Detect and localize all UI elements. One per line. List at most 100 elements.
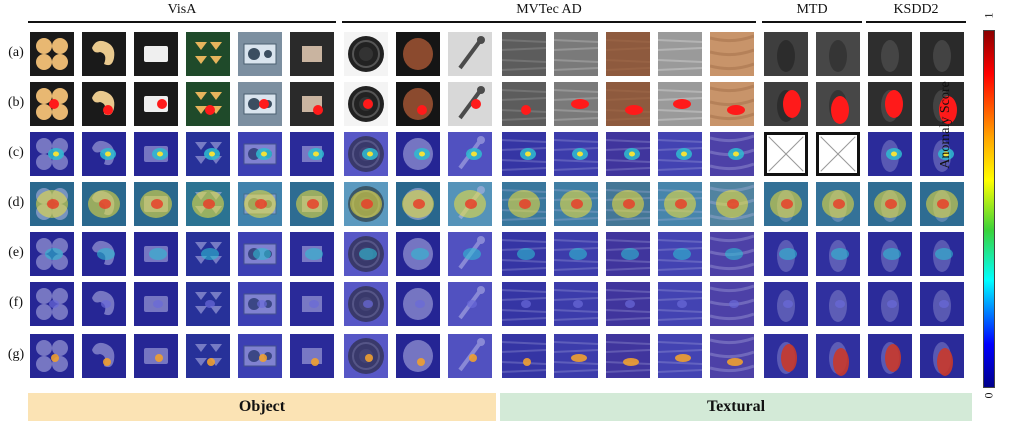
colorbar-max-label: 1 bbox=[981, 12, 996, 19]
row-label: (g) bbox=[7, 347, 25, 362]
image-tile bbox=[396, 32, 440, 76]
image-tile bbox=[554, 282, 598, 326]
image-tile bbox=[502, 182, 546, 226]
image-tile bbox=[554, 232, 598, 276]
image-tile bbox=[238, 82, 282, 126]
image-tile bbox=[30, 334, 74, 378]
image-tile bbox=[448, 132, 492, 176]
image-tile bbox=[606, 82, 650, 126]
row-label: (c) bbox=[8, 145, 24, 160]
image-tile bbox=[396, 232, 440, 276]
image-tile bbox=[344, 32, 388, 76]
image-tile bbox=[186, 232, 230, 276]
image-tile bbox=[606, 32, 650, 76]
image-tile bbox=[606, 282, 650, 326]
image-tile bbox=[30, 282, 74, 326]
image-tile bbox=[290, 282, 334, 326]
image-tile bbox=[606, 232, 650, 276]
row-label: (f) bbox=[9, 295, 23, 310]
image-tile bbox=[868, 132, 912, 176]
image-tile bbox=[920, 334, 964, 378]
image-tile bbox=[134, 334, 178, 378]
image-tile bbox=[30, 82, 74, 126]
image-tile bbox=[658, 182, 702, 226]
image-tile bbox=[396, 282, 440, 326]
image-tile bbox=[868, 182, 912, 226]
image-tile bbox=[134, 182, 178, 226]
image-tile bbox=[238, 182, 282, 226]
image-tile bbox=[448, 232, 492, 276]
image-tile bbox=[554, 82, 598, 126]
image-tile bbox=[764, 282, 808, 326]
image-tile bbox=[30, 232, 74, 276]
cross-icon bbox=[820, 136, 856, 172]
image-tile bbox=[238, 32, 282, 76]
image-tile bbox=[134, 82, 178, 126]
image-tile bbox=[502, 82, 546, 126]
colorbar-title: Anomaly Score bbox=[938, 81, 953, 169]
row-label: (d) bbox=[7, 195, 25, 210]
group-title: KSDD2 bbox=[893, 2, 939, 17]
row-label: (e) bbox=[8, 245, 24, 260]
image-tile bbox=[920, 282, 964, 326]
group-title: MTD bbox=[796, 2, 828, 17]
image-tile bbox=[134, 282, 178, 326]
image-tile bbox=[658, 334, 702, 378]
image-tile bbox=[186, 32, 230, 76]
group-title: MVTec AD bbox=[516, 2, 582, 17]
image-tile bbox=[816, 282, 860, 326]
image-tile bbox=[186, 182, 230, 226]
image-tile bbox=[344, 132, 388, 176]
image-tile bbox=[816, 32, 860, 76]
missing-result-tile bbox=[816, 132, 860, 176]
image-tile bbox=[658, 132, 702, 176]
image-tile bbox=[920, 82, 964, 126]
image-tile bbox=[554, 182, 598, 226]
image-tile bbox=[920, 32, 964, 76]
image-tile bbox=[396, 132, 440, 176]
image-tile bbox=[816, 82, 860, 126]
image-tile bbox=[186, 334, 230, 378]
category-band: Object bbox=[28, 393, 496, 421]
image-tile bbox=[134, 32, 178, 76]
image-tile bbox=[82, 282, 126, 326]
image-tile bbox=[290, 182, 334, 226]
image-tile bbox=[502, 334, 546, 378]
image-tile bbox=[448, 182, 492, 226]
image-tile bbox=[290, 132, 334, 176]
image-tile bbox=[344, 282, 388, 326]
image-tile bbox=[868, 232, 912, 276]
image-tile bbox=[606, 132, 650, 176]
image-tile bbox=[290, 232, 334, 276]
image-tile bbox=[238, 132, 282, 176]
image-tile bbox=[82, 232, 126, 276]
image-tile bbox=[344, 82, 388, 126]
image-tile bbox=[186, 132, 230, 176]
row-label: (a) bbox=[8, 45, 24, 60]
image-tile bbox=[658, 32, 702, 76]
image-tile bbox=[710, 32, 754, 76]
image-tile bbox=[658, 232, 702, 276]
image-tile bbox=[816, 232, 860, 276]
image-tile bbox=[764, 82, 808, 126]
category-band: Textural bbox=[500, 393, 972, 421]
image-tile bbox=[238, 282, 282, 326]
image-tile bbox=[82, 182, 126, 226]
row-label: (b) bbox=[7, 95, 25, 110]
image-tile bbox=[344, 334, 388, 378]
image-tile bbox=[554, 334, 598, 378]
image-tile bbox=[710, 82, 754, 126]
image-tile bbox=[502, 32, 546, 76]
image-tile bbox=[920, 132, 964, 176]
image-tile bbox=[868, 82, 912, 126]
group-title: VisA bbox=[167, 2, 197, 17]
image-tile bbox=[290, 32, 334, 76]
colorbar-gradient bbox=[983, 30, 995, 388]
image-tile bbox=[344, 182, 388, 226]
image-tile bbox=[82, 32, 126, 76]
colorbar-min-label: 0 bbox=[981, 392, 996, 399]
image-tile bbox=[710, 132, 754, 176]
image-tile bbox=[816, 334, 860, 378]
image-tile bbox=[134, 132, 178, 176]
image-tile bbox=[344, 232, 388, 276]
